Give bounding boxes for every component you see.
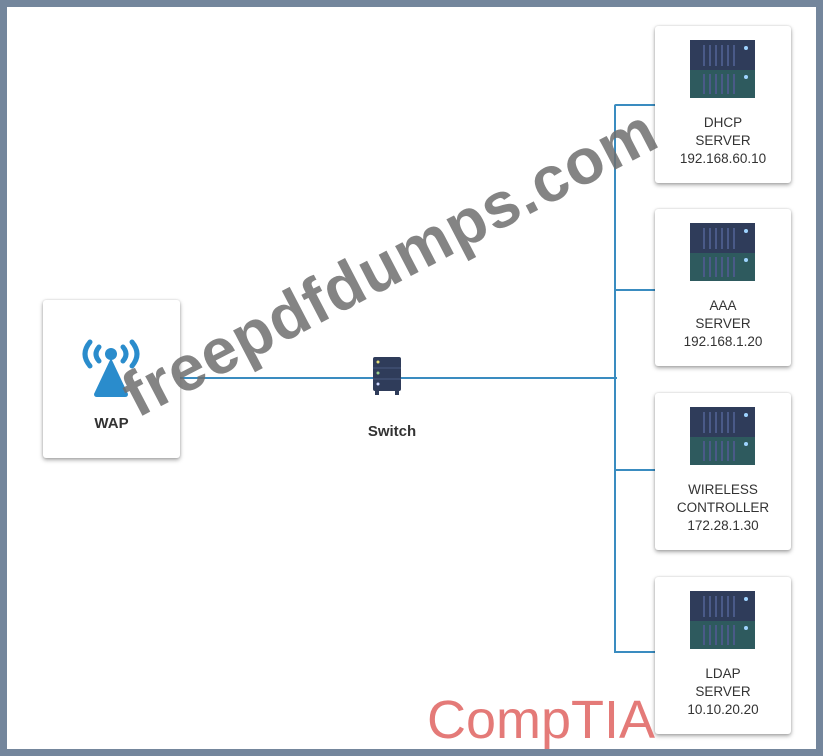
link-wlc (614, 469, 655, 471)
server-rack-icon (690, 407, 755, 465)
server-role: CONTROLLER (676, 500, 770, 515)
server-name: LDAP (705, 666, 741, 681)
server-node-aaa[interactable]: AAA SERVER 192.168.1.20 (655, 209, 791, 366)
wireless-antenna-icon (82, 339, 140, 397)
server-node-wireless-controller[interactable]: WIRELESS CONTROLLER 172.28.1.30 (655, 393, 791, 550)
server-rack-icon (690, 591, 755, 649)
server-ip: 10.10.20.20 (687, 702, 759, 717)
server-ip: 192.168.1.20 (683, 334, 763, 349)
server-name: WIRELESS (688, 482, 758, 497)
server-role: SERVER (695, 684, 751, 699)
server-rack-icon (690, 40, 755, 98)
wap-node[interactable]: WAP (43, 300, 180, 458)
server-node-dhcp[interactable]: DHCP SERVER 192.168.60.10 (655, 26, 791, 183)
switch-label: Switch (367, 423, 417, 440)
diagram-canvas: WAP Switch DHCP SERVER 192.168.60.10 AAA SE… (7, 7, 816, 749)
link-aaa (614, 289, 655, 291)
comptia-logo: CompTIA (427, 690, 656, 749)
bus-vertical (614, 105, 616, 652)
server-ip: 172.28.1.30 (687, 518, 759, 533)
server-name: AAA (709, 298, 737, 313)
server-name: DHCP (703, 115, 743, 130)
switch-icon (373, 357, 401, 395)
server-ip: 192.168.60.10 (679, 151, 767, 166)
server-role: SERVER (695, 316, 751, 331)
server-node-ldap[interactable]: LDAP SERVER 10.10.20.20 (655, 577, 791, 734)
wap-label: WAP (94, 415, 129, 432)
link-dhcp (614, 104, 655, 106)
switch-node[interactable]: Switch (352, 355, 432, 440)
link-ldap (614, 651, 655, 653)
server-role: SERVER (695, 133, 751, 148)
server-rack-icon (690, 223, 755, 281)
